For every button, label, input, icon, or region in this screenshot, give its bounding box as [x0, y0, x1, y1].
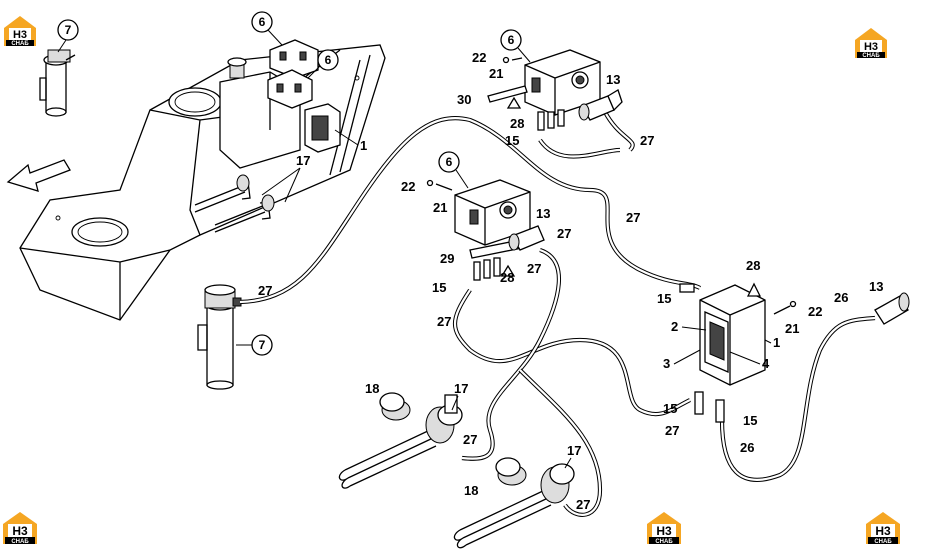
label-27e: 27: [437, 314, 451, 329]
logo-sub: СНАБ: [874, 539, 892, 545]
label-28a: 28: [510, 116, 524, 131]
label-27g: 27: [665, 423, 679, 438]
label-27f: 27: [626, 210, 640, 225]
callout-7a: 7: [65, 23, 72, 37]
label-27d: 27: [527, 261, 541, 276]
tank: [19, 39, 386, 321]
label-27i: 27: [576, 497, 590, 512]
label-18a: 18: [365, 381, 379, 396]
plug-13-upper: [578, 89, 623, 121]
direction-arrow-icon: [6, 159, 71, 192]
label-22b: 22: [401, 179, 415, 194]
label-17b: 17: [454, 381, 468, 396]
label-13b: 13: [536, 206, 550, 221]
callout-6b: 6: [325, 53, 332, 67]
label-27c: 27: [557, 226, 571, 241]
switch-box-upper: [487, 49, 601, 131]
label-21b: 21: [433, 200, 447, 215]
plug-13-lower: [508, 225, 545, 251]
label-26a: 26: [834, 290, 848, 305]
logo-bottom-middle: H3 СНАБ: [647, 512, 681, 545]
logo-sub: СНАБ: [11, 539, 29, 545]
label-21a: 21: [489, 66, 503, 81]
logo-sub: СНАБ: [862, 53, 880, 59]
callout-circle: [317, 49, 339, 71]
logo-letters: H3: [13, 29, 27, 41]
label-26b: 26: [740, 440, 754, 455]
logo-letters: H3: [875, 524, 891, 538]
label-15e: 15: [743, 413, 757, 428]
cap-18-lower: [495, 457, 527, 486]
callout-circle: [438, 151, 460, 173]
label-17c: 17: [567, 443, 581, 458]
callout-6d: 6: [446, 155, 453, 169]
label-13a: 13: [606, 72, 620, 87]
callout-7b: 7: [259, 338, 266, 352]
logo-top-left: H3 СНАБ: [4, 16, 36, 47]
callout-6c: 6: [508, 33, 515, 47]
logo-sub: СНАБ: [655, 539, 673, 545]
label-22c: 22: [808, 304, 822, 319]
label-3: 3: [663, 356, 670, 371]
heater-element-lower: [453, 463, 575, 549]
label-13c: 13: [869, 279, 883, 294]
label-28c: 28: [746, 258, 760, 273]
logo-bottom-left: H3 СНАБ: [3, 512, 37, 545]
logo-letters: H3: [656, 524, 672, 538]
pump-unit-top: [39, 49, 76, 117]
label-1b: 1: [773, 335, 780, 350]
logo-bottom-right: H3 СНАБ: [866, 512, 900, 545]
label-17a: 17: [296, 153, 310, 168]
label-29: 29: [440, 251, 454, 266]
callout-circle: [57, 19, 79, 41]
callout-circle: [251, 11, 273, 33]
label-18b: 18: [464, 483, 478, 498]
label-28b: 28: [500, 270, 514, 285]
cables: [239, 110, 876, 517]
logo-top-right: H3 СНАБ: [855, 28, 887, 59]
label-30: 30: [457, 92, 471, 107]
control-unit-right: [679, 282, 797, 423]
plug-13-right: [874, 292, 910, 325]
label-1a: 1: [360, 138, 367, 153]
logo-sub: СНАБ: [11, 41, 29, 47]
pump-unit-bottom: [197, 284, 242, 390]
label-15b: 15: [432, 280, 446, 295]
cap-18-upper: [379, 392, 411, 421]
label-22a: 22: [472, 50, 486, 65]
label-21c: 21: [785, 321, 799, 336]
logo-letters: H3: [864, 41, 878, 53]
logo-letters: H3: [12, 524, 28, 538]
label-27h: 27: [463, 432, 477, 447]
label-15c: 15: [657, 291, 671, 306]
callout-circle: [500, 29, 522, 51]
labels: 1 17 27 22 21 30 28 15 13 27 22 21 13 27…: [258, 50, 883, 512]
label-4: 4: [762, 356, 770, 371]
label-27b: 27: [640, 133, 654, 148]
label-15d: 15: [663, 401, 677, 416]
label-27a: 27: [258, 283, 272, 298]
callout-6a: 6: [259, 15, 266, 29]
heater-element-upper: [338, 394, 463, 489]
label-15a: 15: [505, 133, 519, 148]
label-2: 2: [671, 319, 678, 334]
